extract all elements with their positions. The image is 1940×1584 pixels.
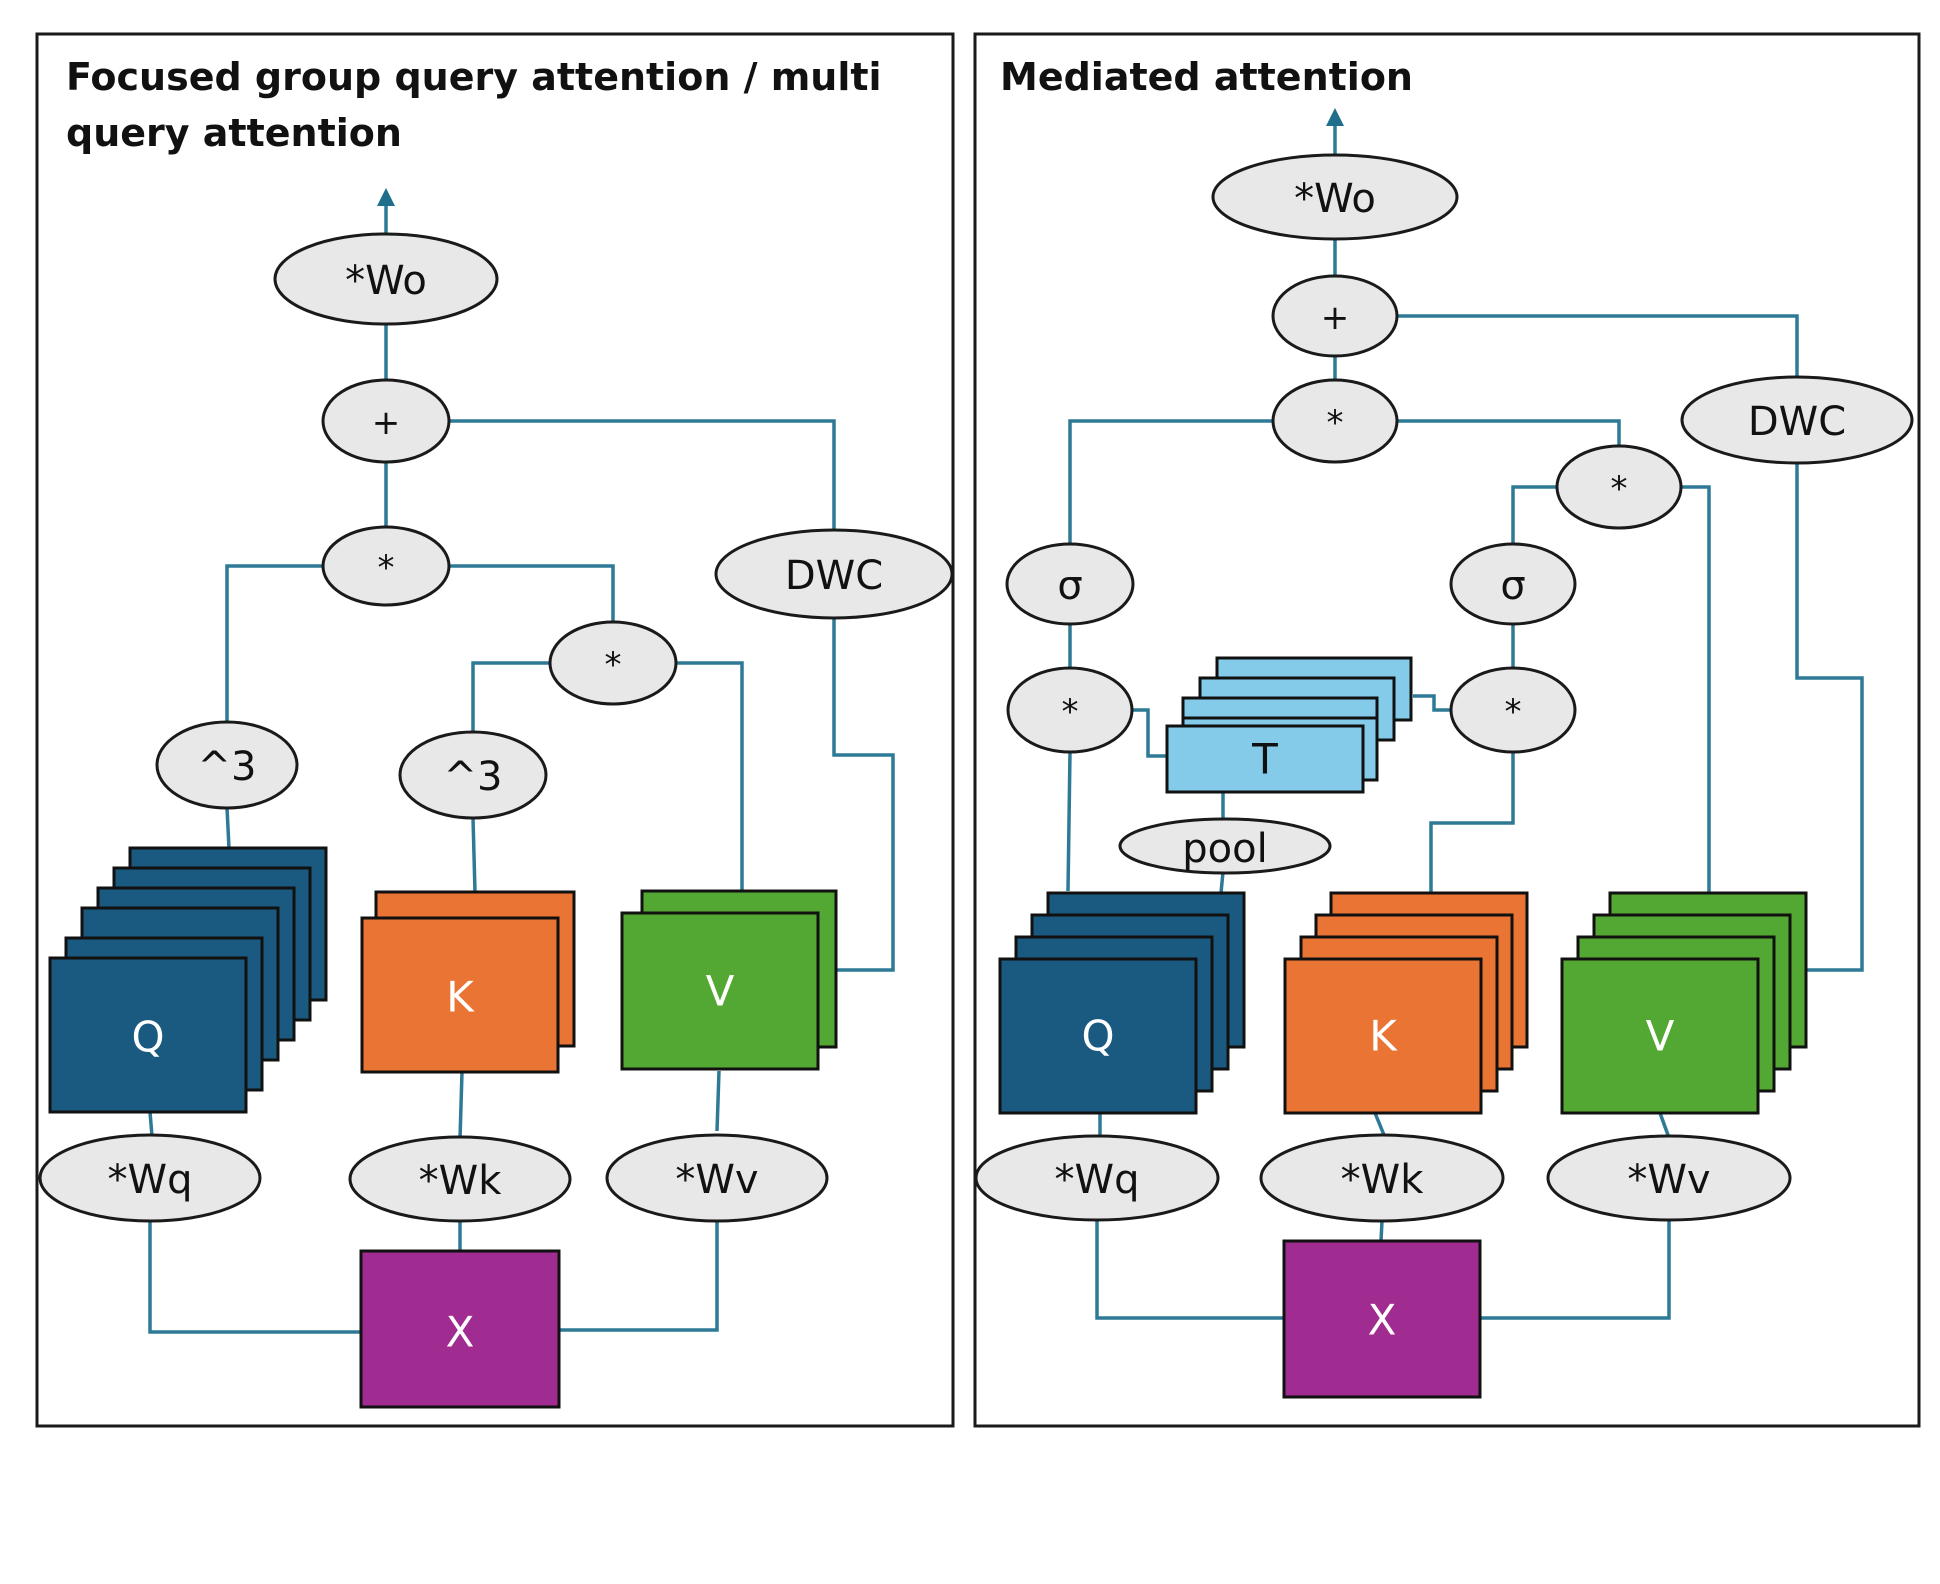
- left-wq-node: *Wq: [38, 1133, 262, 1223]
- right-connectors: [1066, 108, 1864, 1320]
- left-wv-label: *Wv: [675, 1157, 758, 1203]
- right-mul-mid-label: *: [1505, 692, 1522, 732]
- left-panel-title-line2: query attention: [66, 111, 402, 155]
- left-x-label: X: [446, 1308, 475, 1357]
- left-wo-label: *Wo: [345, 258, 427, 304]
- right-wk-label: *Wk: [1341, 1157, 1425, 1203]
- left-wk-label: *Wk: [419, 1158, 503, 1204]
- left-v-label: V: [706, 967, 735, 1016]
- right-wo-node: *Wo: [1211, 153, 1459, 241]
- right-k-label: K: [1369, 1012, 1398, 1061]
- right-x-block: X: [1282, 1239, 1482, 1399]
- right-x-label: X: [1368, 1296, 1397, 1345]
- right-q-stack: Q: [998, 891, 1246, 1115]
- right-panel-title: Mediated attention: [1000, 55, 1413, 99]
- left-pow-q-node: ^3: [155, 720, 299, 810]
- right-wk-node: *Wk: [1259, 1133, 1505, 1223]
- right-mul-top-node: *: [1271, 378, 1399, 464]
- right-mul-top-label: *: [1327, 403, 1344, 443]
- left-pow-k-label: ^3: [444, 754, 503, 800]
- left-dwc-label: DWC: [785, 553, 883, 599]
- left-pow-q-label: ^3: [198, 744, 257, 790]
- right-plus-label: +: [1321, 298, 1350, 338]
- left-x-block: X: [359, 1249, 561, 1409]
- right-wq-label: *Wq: [1055, 1157, 1140, 1203]
- right-sigma-left-label: σ: [1057, 563, 1082, 609]
- left-output-arrowhead: [377, 188, 395, 206]
- right-dwc-node: DWC: [1680, 375, 1914, 465]
- left-plus-label: +: [372, 403, 401, 443]
- right-dwc-label: DWC: [1748, 399, 1846, 445]
- right-mul-right-label: *: [1611, 469, 1628, 509]
- right-k-stack: K: [1283, 891, 1529, 1115]
- right-q-label: Q: [1081, 1012, 1114, 1061]
- left-k-stack: K: [360, 890, 576, 1074]
- right-wq-node: *Wq: [974, 1134, 1220, 1222]
- left-connectors: [148, 188, 895, 1334]
- right-v-label: V: [1646, 1012, 1675, 1061]
- left-wo-node: *Wo: [273, 232, 499, 326]
- left-dwc-node: DWC: [714, 528, 954, 620]
- right-mul-mid-node: *: [1449, 666, 1577, 754]
- right-mul-right-node: *: [1555, 444, 1683, 530]
- right-wv-node: *Wv: [1546, 1134, 1792, 1222]
- left-q-stack: Q: [48, 846, 328, 1114]
- left-mul-top-node: *: [321, 525, 451, 607]
- right-v-stack: V: [1560, 891, 1808, 1115]
- left-panel-frame: [35, 32, 955, 1428]
- left-k-label: K: [446, 973, 475, 1022]
- right-plus-node: +: [1271, 274, 1399, 358]
- right-mul-left-node: *: [1006, 666, 1134, 754]
- right-t-stack: T: [1165, 656, 1413, 794]
- right-sigma-right-label: σ: [1500, 563, 1525, 609]
- right-sigma-left-node: σ: [1005, 542, 1135, 626]
- right-mul-left-label: *: [1062, 692, 1079, 732]
- right-panel: Mediated attention: [973, 32, 1921, 1428]
- left-pow-k-node: ^3: [398, 730, 548, 820]
- left-wq-label: *Wq: [108, 1157, 193, 1203]
- right-output-arrowhead: [1326, 108, 1344, 126]
- right-sigma-right-node: σ: [1449, 542, 1577, 626]
- left-mul-top-label: *: [378, 548, 395, 588]
- left-mul-kv-node: *: [548, 620, 678, 706]
- left-v-stack: V: [620, 889, 838, 1071]
- right-pool-label: pool: [1182, 826, 1267, 872]
- left-wv-node: *Wv: [605, 1133, 829, 1223]
- right-panel-frame: [973, 32, 1921, 1428]
- left-q-label: Q: [131, 1013, 164, 1062]
- right-wo-label: *Wo: [1294, 176, 1376, 222]
- left-plus-node: +: [321, 378, 451, 464]
- left-panel-title-line1: Focused group query attention / multi: [66, 55, 882, 99]
- left-mul-kv-label: *: [605, 645, 622, 685]
- right-wv-label: *Wv: [1627, 1157, 1710, 1203]
- right-pool-node: pool: [1118, 817, 1332, 875]
- right-t-label: T: [1251, 735, 1278, 784]
- left-panel: Focused group query attention / multi qu…: [35, 32, 955, 1428]
- left-wk-node: *Wk: [348, 1135, 572, 1223]
